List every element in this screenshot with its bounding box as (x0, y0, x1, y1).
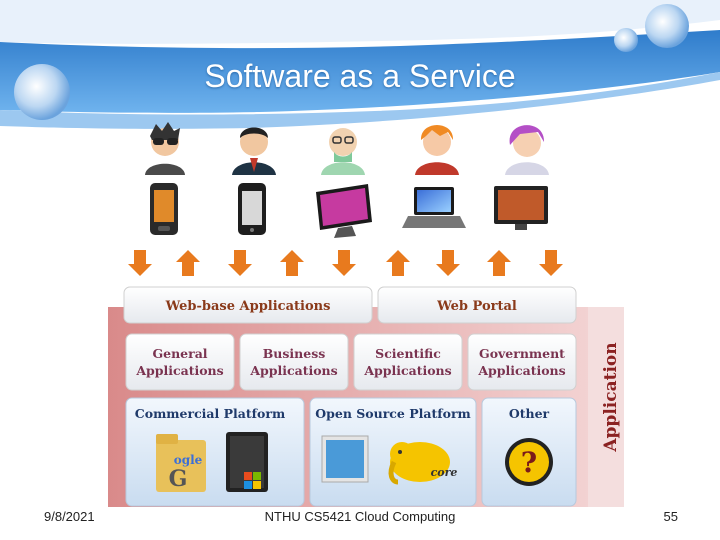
tv-screen-icon (494, 186, 548, 230)
hadoop-logo-text: core (431, 466, 458, 479)
box-open-source-platform-label: Open Source Platform (315, 406, 471, 421)
user-avatar-5 (505, 125, 549, 175)
smartphone-icon-2 (238, 183, 266, 235)
application-side-label: Application (601, 342, 621, 452)
decorative-orb-left (14, 64, 70, 120)
footer-date: 9/8/2021 (44, 509, 95, 524)
box-government-line1: Government (479, 346, 565, 361)
box-scientific-line2: Applications (363, 363, 451, 378)
google-folder-icon: ogle G (156, 434, 206, 492)
arrow-up-2 (280, 250, 304, 276)
box-general-line2: Applications (135, 363, 223, 378)
footer-course: NTHU CS5421 Cloud Computing (264, 509, 456, 524)
page-number: 55 (663, 509, 678, 524)
box-web-base-applications-label: Web-base Applications (165, 299, 331, 314)
box-business-applications: Business Applications (239, 333, 349, 391)
box-business-line1: Business (263, 346, 326, 361)
arrow-down-3 (332, 250, 356, 276)
header-banner (0, 0, 720, 129)
box-general-line1: General (152, 346, 207, 361)
box-open-source-platform: Open Source Platform core (309, 397, 477, 507)
arrow-up-3 (386, 250, 410, 276)
box-scientific-applications: Scientific Applications (353, 333, 463, 391)
decorative-orb-small (614, 28, 638, 52)
arrow-down-2 (228, 250, 252, 276)
user-avatar-2 (232, 127, 276, 175)
arrow-up-4 (487, 250, 511, 276)
box-general-applications: General Applications (125, 333, 235, 391)
user-avatar-4 (415, 125, 459, 175)
windows-folder-icon (226, 432, 268, 492)
box-commercial-platform: Commercial Platform ogle G (125, 397, 305, 507)
laptop-icon (402, 187, 466, 228)
smartphone-icon-1 (150, 183, 178, 235)
hadoop-elephant-icon: core (388, 442, 458, 485)
user-avatar-3 (321, 128, 365, 175)
open-source-image-icon (321, 435, 369, 483)
google-logo-text: ogle (174, 453, 203, 467)
box-other-platform: Other ? (481, 397, 577, 507)
arrow-down-4 (436, 250, 460, 276)
box-commercial-platform-label: Commercial Platform (135, 406, 285, 421)
question-mark-icon: ? (505, 438, 553, 486)
decorative-orb-right (645, 4, 689, 48)
box-government-line2: Applications (477, 363, 565, 378)
monitor-icon (316, 184, 372, 238)
arrow-down-1 (128, 250, 152, 276)
arrow-down-5 (539, 250, 563, 276)
google-g-letter: G (169, 466, 188, 492)
user-avatar-1 (145, 122, 185, 175)
box-business-line2: Applications (249, 363, 337, 378)
box-web-portal: Web Portal (377, 286, 577, 324)
slide-title: Software as a Service (204, 58, 516, 94)
box-government-applications: Government Applications (467, 333, 577, 391)
question-mark-glyph: ? (521, 446, 537, 479)
box-scientific-line1: Scientific (375, 346, 441, 361)
application-side-strip (588, 307, 624, 507)
box-web-portal-label: Web Portal (436, 299, 517, 314)
box-web-base-applications: Web-base Applications (123, 286, 373, 324)
arrow-up-1 (176, 250, 200, 276)
box-other-platform-label: Other (509, 406, 550, 421)
